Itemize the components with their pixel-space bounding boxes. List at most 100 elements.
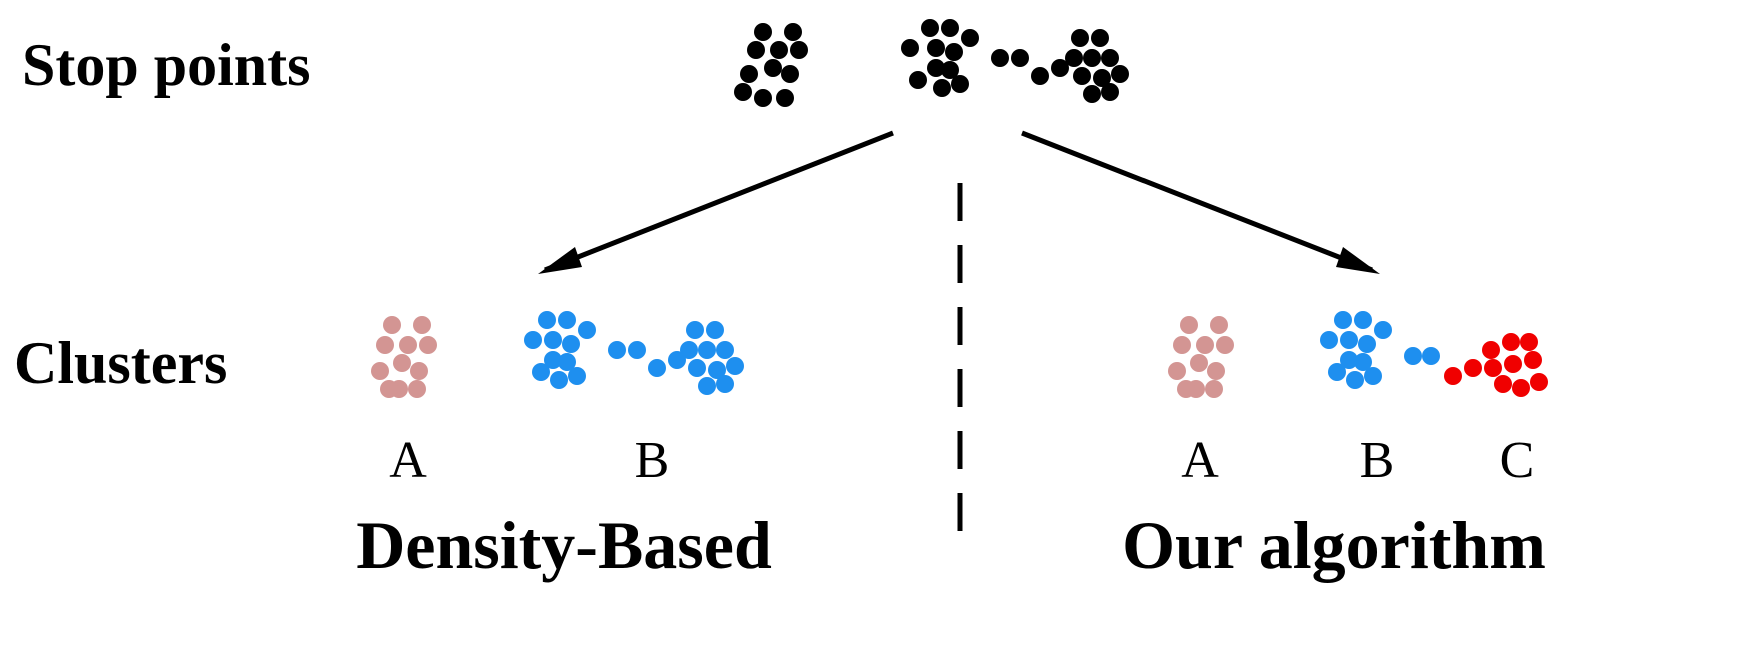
stop-points-group xyxy=(734,19,1129,107)
cluster-a-dot xyxy=(1180,316,1198,334)
stop-point-dot xyxy=(945,43,963,61)
stop-point-dot xyxy=(770,41,788,59)
right-cluster-letter-b: B xyxy=(1360,432,1395,489)
cluster-b-dot xyxy=(706,321,724,339)
stop-point-dot xyxy=(927,39,945,57)
cluster-b-dot xyxy=(716,375,734,393)
right-cluster-letter-a: A xyxy=(1181,432,1219,489)
cluster-a-dot xyxy=(399,336,417,354)
stop-point-dot xyxy=(933,79,951,97)
stop-point-dot xyxy=(1051,59,1069,77)
stop-point-dot xyxy=(1091,29,1109,47)
cluster-a-dot xyxy=(1207,362,1225,380)
stop-point-dot xyxy=(1083,85,1101,103)
cluster-a-dot xyxy=(1210,316,1228,334)
cluster-b-dot xyxy=(1340,331,1358,349)
cluster-c-dot xyxy=(1494,375,1512,393)
stop-point-dot xyxy=(754,89,772,107)
density-based-caption: Density-Based xyxy=(356,507,772,583)
cluster-a-dot xyxy=(380,380,398,398)
cluster-a-dot xyxy=(1216,336,1234,354)
density-based-clusters xyxy=(371,311,744,398)
stop-point-dot xyxy=(1083,49,1101,67)
stop-point-dot xyxy=(1111,65,1129,83)
cluster-b-dot xyxy=(578,321,596,339)
cluster-b-dot xyxy=(1320,331,1338,349)
stop-point-dot xyxy=(1101,49,1119,67)
cluster-b-dot xyxy=(680,341,698,359)
cluster-a-dot xyxy=(383,316,401,334)
stop-point-dot xyxy=(781,65,799,83)
cluster-b-dot xyxy=(550,371,568,389)
cluster-c-dot xyxy=(1504,355,1522,373)
stop-point-dot xyxy=(909,71,927,89)
stop-point-dot xyxy=(921,19,939,37)
cluster-a-dot xyxy=(1168,362,1186,380)
stop-point-dot xyxy=(1073,67,1091,85)
arrow-head-right xyxy=(1336,247,1380,274)
cluster-b-dot xyxy=(558,311,576,329)
right-cluster-letter-c: C xyxy=(1500,432,1535,489)
cluster-a-dot xyxy=(419,336,437,354)
arrow-head-left xyxy=(538,247,582,274)
stop-point-dot xyxy=(1101,83,1119,101)
cluster-b-dot xyxy=(1358,335,1376,353)
cluster-a-dot xyxy=(371,362,389,380)
cluster-a-dot xyxy=(413,316,431,334)
stop-point-dot xyxy=(1011,49,1029,67)
cluster-b-dot xyxy=(1422,347,1440,365)
cluster-c-dot xyxy=(1530,373,1548,391)
stop-point-dot xyxy=(754,23,772,41)
arrow-to-density-based xyxy=(544,130,894,273)
stop-point-dot xyxy=(734,83,752,101)
cluster-a-dot xyxy=(1190,354,1208,372)
cluster-b-dot xyxy=(716,341,734,359)
cluster-a-dot xyxy=(393,354,411,372)
cluster-b-dot xyxy=(668,351,686,369)
cluster-b-dot xyxy=(1328,363,1346,381)
stop-point-dot xyxy=(1065,49,1083,67)
cluster-a-dot xyxy=(1173,336,1191,354)
cluster-b-dot xyxy=(1354,311,1372,329)
stop-point-dot xyxy=(1071,29,1089,47)
stop-point-dot xyxy=(991,49,1009,67)
stop-point-dot xyxy=(740,65,758,83)
cluster-b-dot xyxy=(1374,321,1392,339)
cluster-b-dot xyxy=(1404,347,1422,365)
cluster-b-dot xyxy=(1354,353,1372,371)
cluster-b-dot xyxy=(532,363,550,381)
stop-point-dot xyxy=(776,89,794,107)
our-algorithm-clusters xyxy=(1168,311,1548,398)
stop-point-dot xyxy=(784,23,802,41)
stop-point-dot xyxy=(941,19,959,37)
cluster-a-dot xyxy=(408,380,426,398)
cluster-a-dot xyxy=(376,336,394,354)
cluster-c-dot xyxy=(1512,379,1530,397)
cluster-b-dot xyxy=(608,341,626,359)
cluster-c-dot xyxy=(1464,359,1482,377)
our-algorithm-caption: Our algorithm xyxy=(1122,507,1546,583)
arrow-to-our-algorithm xyxy=(1021,130,1373,273)
cluster-c-dot xyxy=(1502,333,1520,351)
stop-point-dot xyxy=(764,59,782,77)
cluster-b-dot xyxy=(1340,351,1358,369)
stop-point-dot xyxy=(901,39,919,57)
cluster-b-dot xyxy=(708,361,726,379)
cluster-b-dot xyxy=(544,331,562,349)
stop-point-dot xyxy=(1031,67,1049,85)
stop-point-dot xyxy=(941,61,959,79)
cluster-b-dot xyxy=(726,357,744,375)
cluster-c-dot xyxy=(1520,333,1538,351)
cluster-b-dot xyxy=(628,341,646,359)
cluster-b-dot xyxy=(558,353,576,371)
stop-point-dot xyxy=(927,59,945,77)
cluster-b-dot xyxy=(698,377,716,395)
cluster-a-dot xyxy=(410,362,428,380)
cluster-b-dot xyxy=(1364,367,1382,385)
cluster-b-dot xyxy=(568,367,586,385)
left-cluster-letter-b: B xyxy=(635,432,670,489)
left-cluster-letter-a: A xyxy=(389,432,427,489)
cluster-c-dot xyxy=(1484,359,1502,377)
stop-points-label: Stop points xyxy=(22,32,310,98)
cluster-a-dot xyxy=(1205,380,1223,398)
